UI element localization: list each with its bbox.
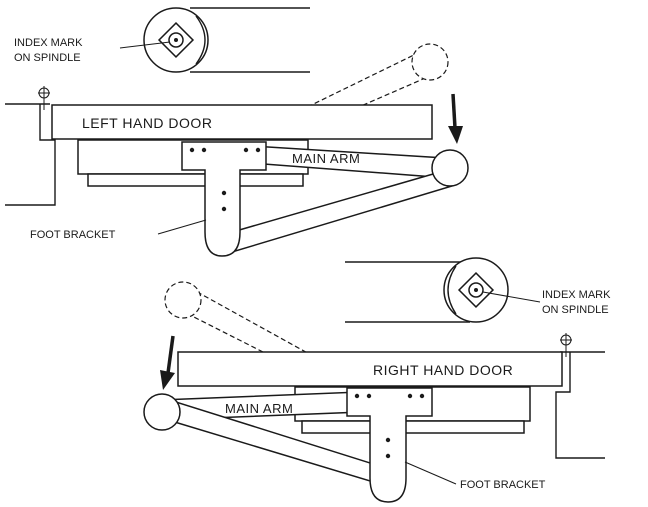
left-hand-door [51, 104, 433, 140]
main-arm-label-top: MAIN ARM [292, 151, 360, 166]
foot-bracket-leader-bottom [404, 461, 457, 485]
right-hand-door-assembly: INDEX MARK ON SPINDLE RIGHT HAND DOOR [143, 257, 611, 503]
foot-bracket-top [181, 141, 267, 257]
index-mark-label-line1-bottom: INDEX MARK [542, 289, 611, 301]
left-hand-door-label: LEFT HAND DOOR [82, 115, 212, 131]
foot-bracket-bottom [346, 387, 433, 503]
left-hand-door-assembly: INDEX MARK ON SPINDLE LEFT HAND DOOR [5, 7, 469, 257]
door-frame-left [5, 86, 56, 206]
spindle-detail-top [119, 7, 310, 73]
right-hand-door-label: RIGHT HAND DOOR [373, 362, 513, 378]
down-arrow-icon-bottom [160, 335, 175, 390]
spindle-detail-bottom [345, 257, 541, 323]
index-mark-label-line1: INDEX MARK [14, 37, 83, 49]
index-mark-label-line2: ON SPINDLE [14, 52, 81, 64]
foot-bracket-label-top: FOOT BRACKET [30, 229, 116, 241]
main-arm-label-bottom: MAIN ARM [225, 401, 293, 416]
index-mark-label-line2-bottom: ON SPINDLE [542, 304, 609, 316]
foot-bracket-leader-top [157, 219, 207, 235]
foot-bracket-label-bottom: FOOT BRACKET [460, 479, 546, 491]
right-hand-door [177, 351, 563, 387]
down-arrow-icon [448, 93, 463, 144]
door-frame-right [555, 333, 605, 459]
